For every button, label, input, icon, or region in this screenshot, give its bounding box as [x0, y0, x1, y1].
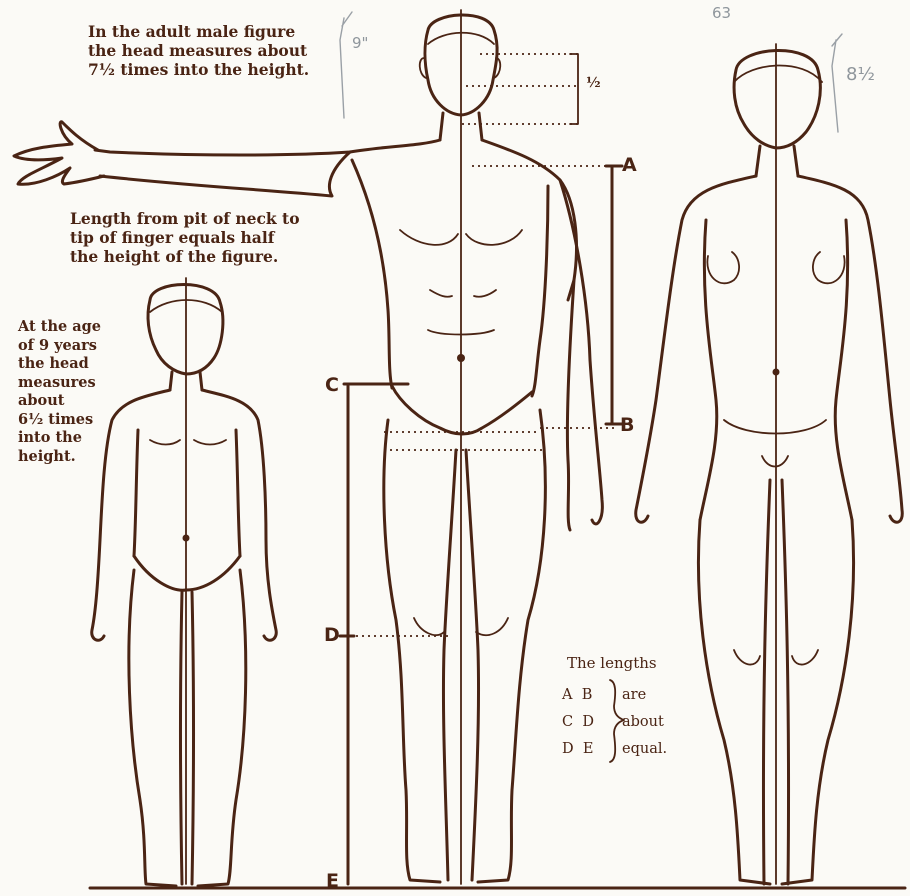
child-figure — [92, 285, 277, 887]
child-arms-shoulders — [92, 390, 277, 640]
male-left-leg-outer — [384, 420, 440, 882]
female-arms-shoulders — [636, 176, 903, 522]
female-abdomen — [724, 420, 826, 467]
male-arm-top — [95, 140, 440, 155]
male-figure — [14, 15, 602, 882]
pencil-note-top: 63 — [712, 4, 731, 22]
male-right-arm — [560, 180, 602, 530]
lengths-words: are about equal. — [622, 682, 667, 763]
lengths-pair-1: A B — [562, 682, 594, 709]
female-hairline — [734, 65, 822, 82]
male-abs — [428, 290, 496, 335]
child-pelvis — [134, 556, 240, 590]
lengths-pair-3: D E — [562, 736, 594, 763]
caption-adult-male: In the adult male figure the head measur… — [88, 22, 309, 79]
pencil-bracket-left — [340, 12, 352, 118]
marker-b: B — [620, 414, 634, 436]
lengths-word-2: about — [622, 709, 667, 736]
pencil-note-right: 8½ — [846, 64, 875, 85]
male-right-shoulder — [482, 140, 576, 300]
head-fraction-label: ½ — [586, 74, 601, 93]
marker-b-dots — [384, 428, 616, 450]
caption-arm-length: Length from pit of neck to tip of finger… — [70, 209, 300, 266]
marker-c: C — [325, 374, 339, 396]
head-measure-bracket — [570, 54, 578, 124]
lengths-word-1: are — [622, 682, 667, 709]
female-figure — [636, 50, 903, 884]
male-hand — [14, 122, 104, 184]
marker-a: A — [622, 154, 637, 176]
pencil-bracket-right — [832, 34, 842, 132]
child-chest — [150, 440, 226, 445]
child-navel-mark — [183, 535, 190, 542]
female-navel-mark — [773, 369, 780, 376]
a-b-measure-bar — [606, 166, 622, 424]
lengths-heading: The lengths — [567, 654, 657, 673]
male-navel-mark — [457, 354, 465, 362]
marker-d: D — [324, 624, 340, 646]
female-neck — [756, 146, 798, 176]
male-pelvis — [392, 386, 532, 434]
lengths-pairs: A B C D D E — [562, 682, 594, 763]
pencil-note-left: 9" — [352, 34, 368, 52]
lengths-pair-2: C D — [562, 709, 594, 736]
lengths-word-3: equal. — [622, 736, 667, 763]
caption-child: At the age of 9 years the head measures … — [18, 318, 101, 466]
male-right-side — [532, 186, 548, 396]
marker-e: E — [326, 870, 339, 892]
male-ears — [420, 58, 501, 78]
male-right-leg-outer — [478, 410, 545, 882]
child-legs-outer — [129, 570, 246, 886]
male-arm-bottom — [100, 152, 350, 196]
male-left-side — [352, 160, 392, 388]
child-legs-inner — [181, 592, 194, 884]
